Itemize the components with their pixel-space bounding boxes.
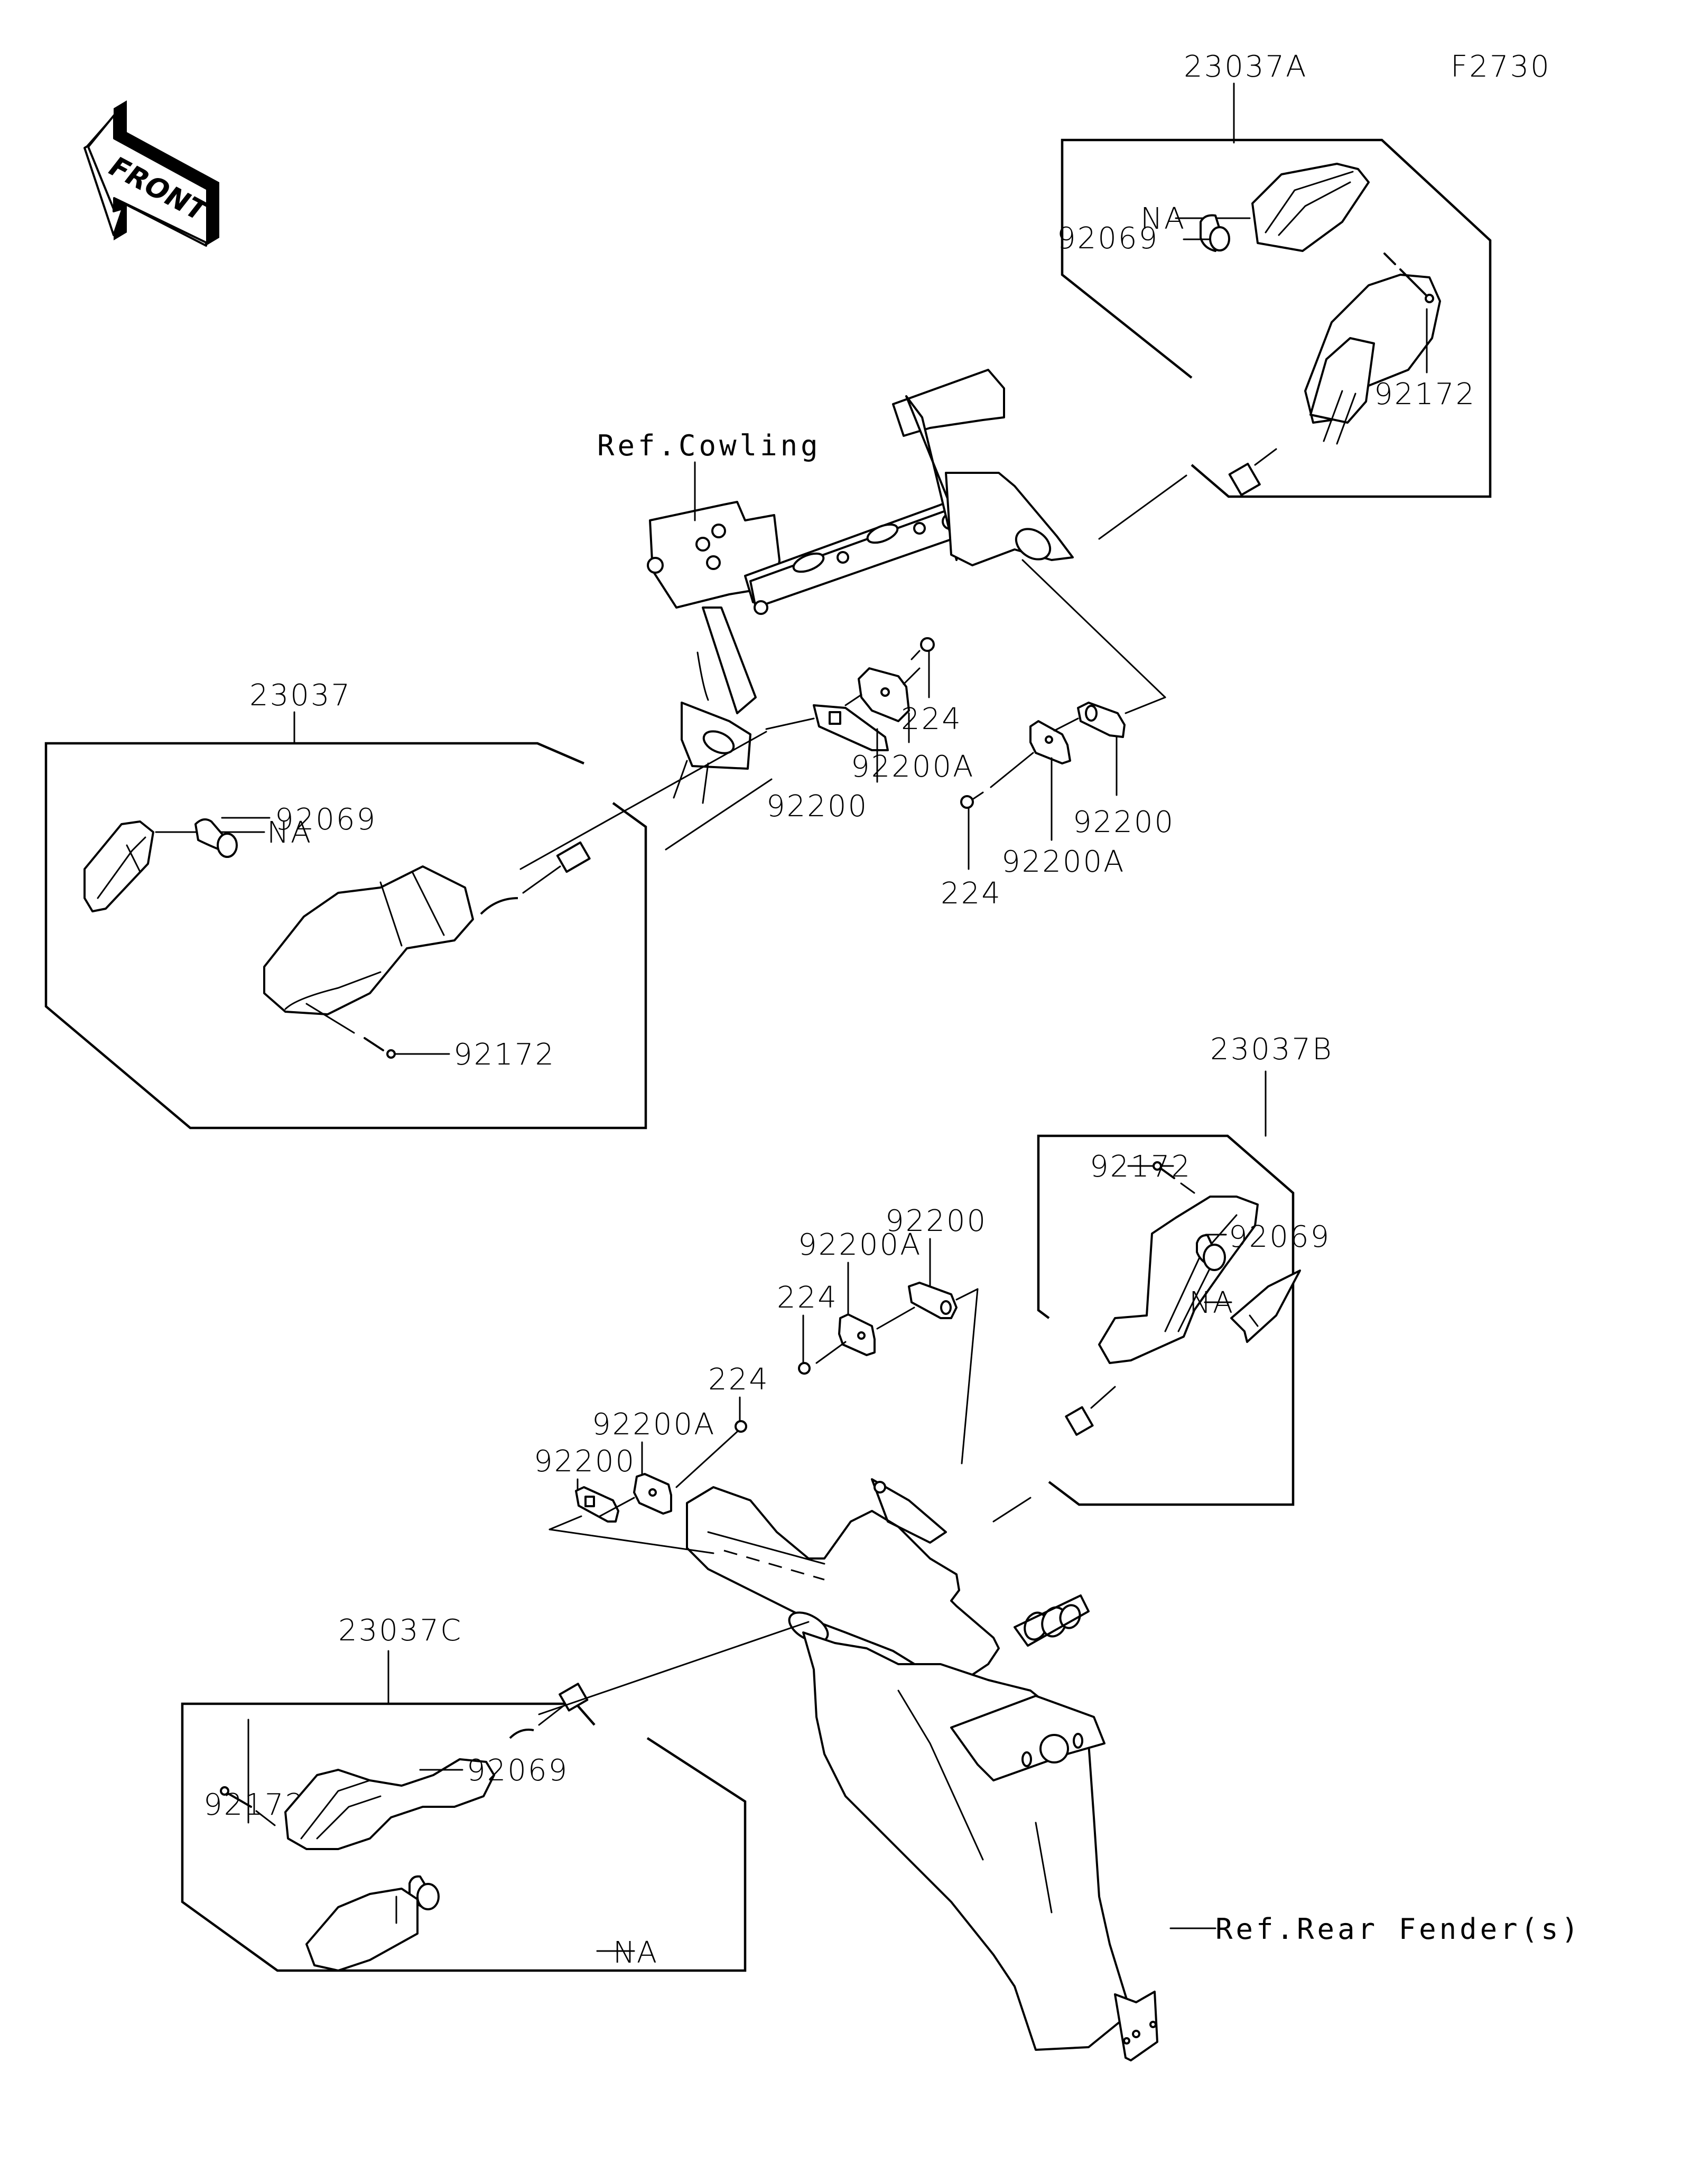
- part-label-lens: NA: [1189, 1286, 1234, 1320]
- assembly-23037C: 23037C 92172 92069: [181, 1613, 810, 1972]
- part-label-lens: NA: [267, 816, 312, 850]
- screw-icon: [305, 1003, 396, 1059]
- lens-icon: [1251, 163, 1370, 252]
- part-label-bracket: 92200A: [592, 1407, 716, 1442]
- part-label-screw: 92172: [1374, 377, 1476, 412]
- screw-icon: [220, 1786, 276, 1826]
- assembly-id-label: 23037A: [1184, 50, 1307, 84]
- part-label-lens: NA: [613, 1936, 658, 1970]
- part-label-plate: 92200: [1073, 805, 1175, 839]
- part-label-plate: 92200: [534, 1444, 636, 1479]
- part-label-plate: 92200: [885, 1204, 987, 1238]
- turn-signal-housing-icon: [284, 1758, 495, 1850]
- plate-icon: [1077, 702, 1126, 738]
- lens-icon: [305, 1888, 419, 1972]
- lens-icon: [1230, 1270, 1301, 1343]
- lens-icon: [83, 820, 154, 912]
- connector-icon: [1065, 1386, 1116, 1436]
- part-label-bracket: 92200A: [1001, 845, 1125, 879]
- rear-fender-icon: [686, 1478, 1158, 2061]
- connector-icon: [1228, 448, 1277, 496]
- part-label-plate: 92200: [766, 789, 868, 824]
- cowling-stay-icon: [647, 369, 1074, 804]
- plate-icon: [908, 1282, 958, 1319]
- part-label-bulb: 92069: [1057, 221, 1159, 256]
- bulb-icon: [1196, 1234, 1226, 1271]
- front-direction-arrow-icon: FRONT: [83, 100, 219, 247]
- part-label-bracket: 92200A: [851, 750, 974, 784]
- front-mount-hardware-right: 92200 92200A 224: [941, 559, 1175, 911]
- rear-mount-hardware-right: 92200 92200A 224: [777, 1204, 987, 1464]
- part-label-screw: 92172: [1090, 1150, 1192, 1184]
- reference-rear-fender-label: Ref.Rear Fender(s): [1215, 1912, 1582, 1946]
- bracket-icon: [1029, 720, 1071, 764]
- assembly-id-label: 23037B: [1210, 1032, 1333, 1067]
- rear-mount-hardware-left: 92200 92200A 224: [534, 1362, 769, 1554]
- turn-signal-housing-icon: [1304, 274, 1441, 445]
- part-label-screw: 224: [708, 1362, 769, 1397]
- part-label-screw: 224: [941, 876, 1002, 911]
- assembly-23037A: 23037A NA 92069: [1057, 50, 1492, 540]
- figure-id: F2730: [1451, 50, 1551, 84]
- part-label-screw: 92172: [453, 1038, 555, 1072]
- turn-signal-housing-icon: [263, 865, 474, 1015]
- part-label-bulb: 92069: [1229, 1220, 1331, 1254]
- part-label-bulb: 92069: [467, 1753, 569, 1788]
- screw-icon: [1383, 253, 1434, 303]
- assembly-leader-line: [519, 731, 767, 870]
- part-label-screw: 224: [901, 702, 962, 736]
- bracket-icon: [858, 667, 910, 722]
- part-label-lens: NA: [1140, 202, 1186, 236]
- bracket-icon: [838, 1313, 876, 1356]
- screw-icon: [960, 791, 984, 809]
- assembly-23037: 23037 NA 92069: [44, 678, 647, 1130]
- assembly-23037B: 23037B 92172 92069 NA: [992, 1032, 1333, 1523]
- screw-icon: [910, 637, 935, 660]
- front-mount-hardware-left: 92200 92200A 224: [665, 637, 974, 851]
- part-label-bracket: 92200A: [798, 1228, 922, 1262]
- screw-icon: [798, 1362, 811, 1375]
- bracket-icon: [633, 1473, 672, 1515]
- plate-icon: [575, 1486, 619, 1523]
- bulb-icon: [194, 818, 238, 858]
- bulb-icon: [1200, 214, 1230, 252]
- screw-icon: [1153, 1161, 1195, 1194]
- plate-icon: [813, 704, 889, 751]
- connector-icon: [480, 841, 591, 915]
- connector-icon: [509, 1683, 589, 1739]
- part-label-bulb: 92069: [275, 802, 377, 837]
- part-label-screw: 224: [777, 1281, 838, 1315]
- assembly-id-label: 23037C: [338, 1613, 462, 1648]
- screw-icon: [735, 1420, 747, 1433]
- reference-cowling-label: Ref.Cowling: [597, 429, 821, 462]
- assembly-id-label: 23037: [249, 678, 351, 713]
